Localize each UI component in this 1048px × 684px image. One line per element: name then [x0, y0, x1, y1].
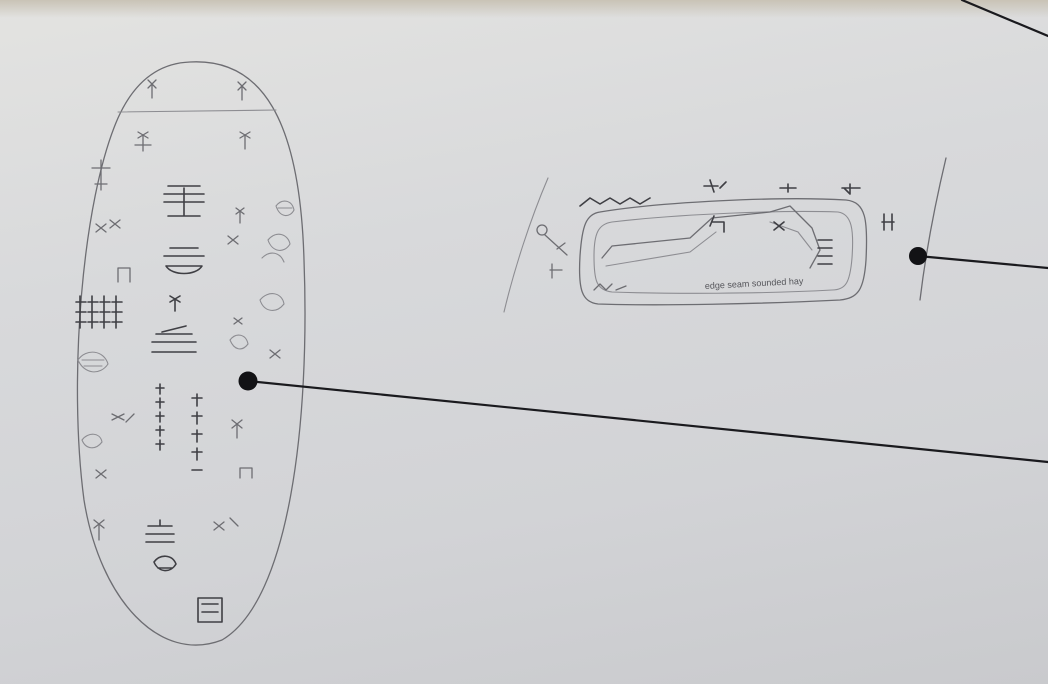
plan-left-boundary	[504, 178, 548, 312]
leader-dot-plan	[909, 247, 927, 265]
tree-glyphs	[92, 80, 280, 540]
leader-dot-oval	[239, 372, 258, 391]
symbol-columns	[154, 296, 202, 571]
plan-top-glyphs	[580, 180, 894, 264]
plan-caption: edge seam sounded hay	[705, 276, 804, 291]
leader-line-top	[962, 0, 1048, 36]
leader-lines	[239, 0, 1048, 462]
oval-site-plan	[76, 62, 305, 645]
plan-left-glyphs	[537, 225, 626, 290]
plan-right-boundary	[920, 158, 946, 300]
leader-line-oval	[248, 381, 1048, 462]
oval-outline	[77, 62, 305, 645]
horizontal-plan-sketch: edge seam sounded hay	[504, 158, 946, 312]
plan-pathway	[602, 206, 820, 268]
bench-glyphs	[146, 186, 222, 622]
grid-glyph-cluster	[76, 296, 122, 328]
oval-top-divider	[118, 110, 276, 112]
leader-line-plan	[918, 256, 1048, 268]
shrub-clusters	[78, 201, 294, 448]
